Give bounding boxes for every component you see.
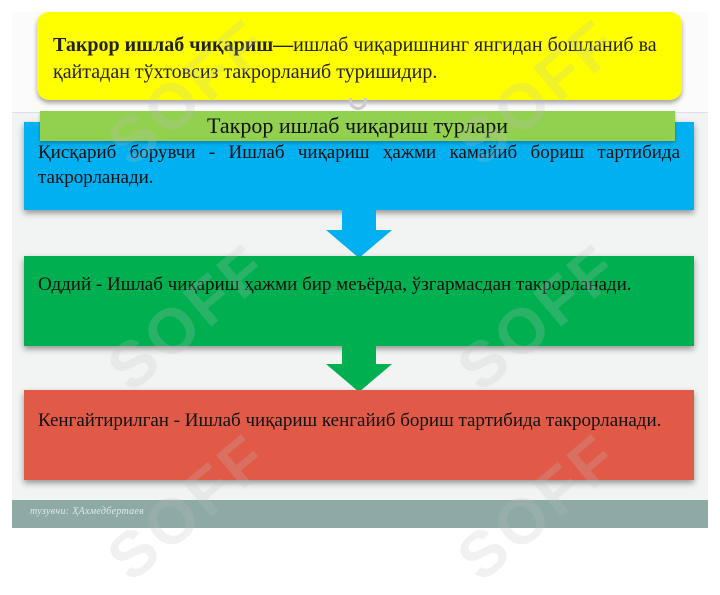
footer-bar: [12, 500, 708, 528]
definition-text: ишлаб чиқаришнинг янгидан бошланиб ва қа…: [53, 34, 657, 83]
down-arrow-icon: [326, 208, 392, 258]
type-box-expanded: Кенгайтирилган - Ишлаб чиқариш кенгайиб …: [24, 390, 694, 480]
type-text-shrinking: Қисқариб борувчи - Ишлаб чиқариш ҳажми к…: [38, 142, 680, 188]
down-arrow-icon: [326, 344, 392, 392]
definition-term: Такрор ишлаб чиқариш: [53, 34, 274, 56]
type-text-expanded: Кенгайтирилган - Ишлаб чиқариш кенгайиб …: [38, 410, 662, 431]
definition-dash: —: [273, 34, 294, 56]
definition-box: Такрор ишлаб чиқариш—ишлаб чиқаришнинг я…: [37, 12, 682, 100]
footer-author: тузувчи: ҲАхмедбертаев: [30, 506, 144, 517]
type-text-simple: Оддий - Ишлаб чиқариш ҳажми бир меъёрда,…: [38, 274, 632, 295]
types-title: Такрор ишлаб чиқариш турлари: [40, 111, 675, 141]
type-box-simple: Оддий - Ишлаб чиқариш ҳажми бир меъёрда,…: [24, 256, 694, 346]
connector-icon: [349, 98, 367, 110]
